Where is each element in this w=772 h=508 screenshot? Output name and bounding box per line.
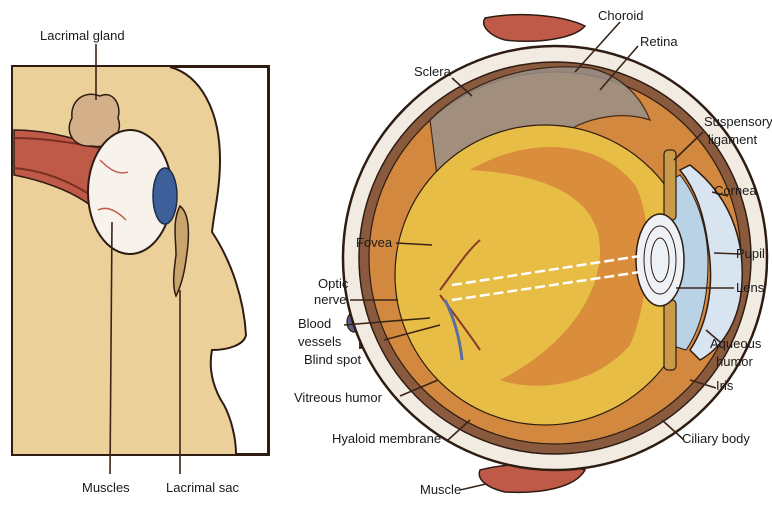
label-choroid: Choroid <box>598 8 644 23</box>
iris-side <box>153 168 177 224</box>
iris-lower <box>664 300 676 370</box>
label-optic-nerve-1: Optic <box>318 276 349 291</box>
label-suspensory-ligament-1: Suspensory <box>704 114 772 129</box>
top-muscle <box>484 15 585 42</box>
label-muscle: Muscle <box>420 482 461 497</box>
label-pupil: Pupil <box>736 246 765 261</box>
label-sclera: Sclera <box>414 64 452 79</box>
cross-section-panel: Choroid Retina Sclera Suspensory ligamen… <box>294 8 772 497</box>
side-view-panel: Lacrimal gland Muscles Lacrimal sac <box>12 28 269 495</box>
label-lacrimal-gland: Lacrimal gland <box>40 28 125 43</box>
iris-upper <box>664 150 676 220</box>
label-optic-nerve-2: nerve <box>314 292 347 307</box>
label-blind-spot: Blind spot <box>304 352 361 367</box>
label-cornea: Cornea <box>714 183 757 198</box>
label-aqueous-humor-2: humor <box>716 354 754 369</box>
label-fovea: Fovea <box>356 235 393 250</box>
lens <box>636 214 684 306</box>
label-lens: Lens <box>736 280 765 295</box>
label-blood-vessels-2: vessels <box>298 334 342 349</box>
label-suspensory-ligament-2: ligament <box>708 132 758 147</box>
label-lacrimal-sac: Lacrimal sac <box>166 480 239 495</box>
label-aqueous-humor-1: Aqueous <box>710 336 762 351</box>
label-iris: Iris <box>716 378 734 393</box>
label-hyaloid-membrane: Hyaloid membrane <box>332 431 441 446</box>
label-muscles: Muscles <box>82 480 130 495</box>
leader-muscle <box>460 484 486 490</box>
label-vitreous-humor: Vitreous humor <box>294 390 383 405</box>
label-retina: Retina <box>640 34 678 49</box>
label-ciliary-body: Ciliary body <box>682 431 750 446</box>
label-blood-vessels-1: Blood <box>298 316 331 331</box>
